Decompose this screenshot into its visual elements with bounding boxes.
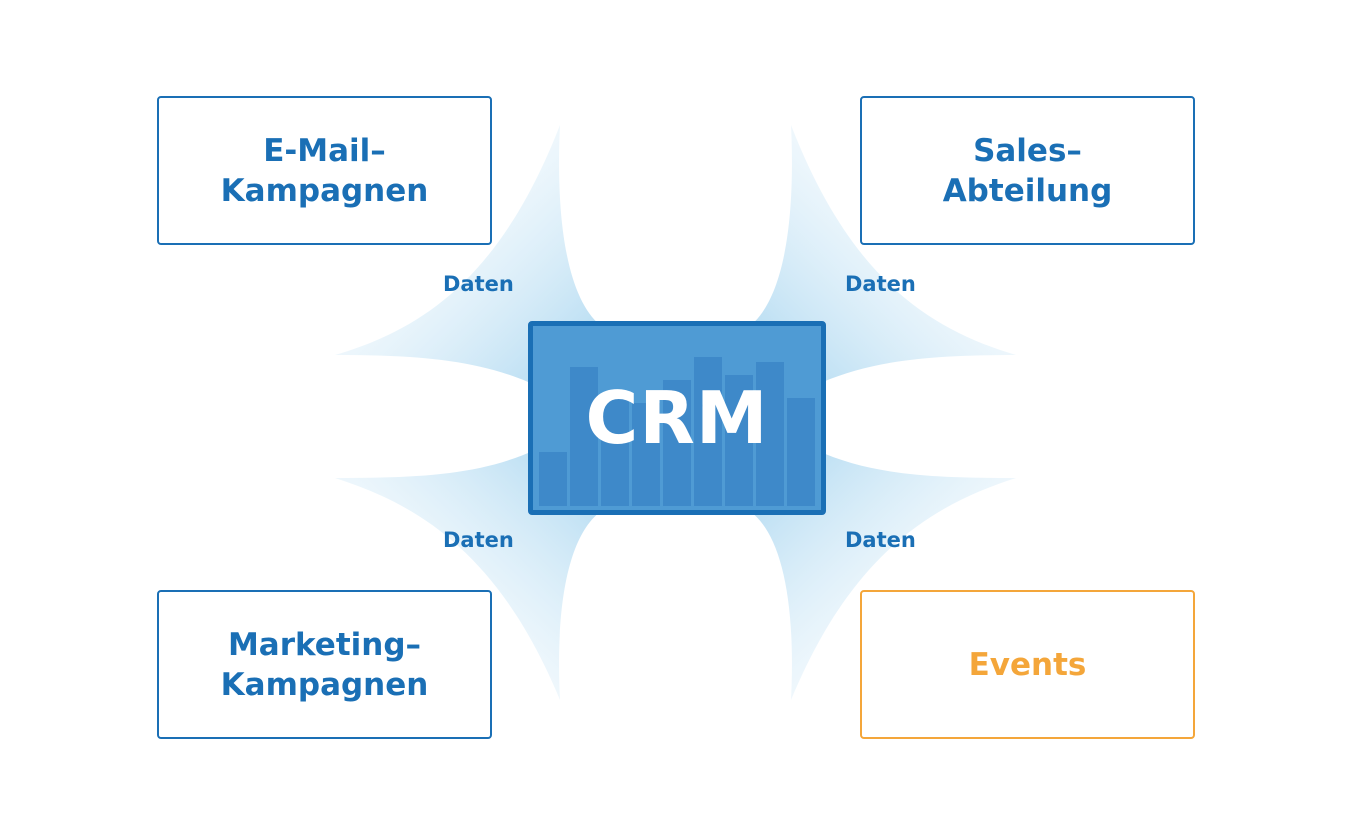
- crm-bar: [632, 403, 660, 506]
- node-sales-abteilung: Sales– Abteilung: [860, 96, 1195, 245]
- node-label: Sales– Abteilung: [942, 132, 1113, 209]
- crm-bar-chart-decoration: [539, 326, 815, 506]
- ray-top-right: [751, 125, 1016, 385]
- crm-bar: [570, 367, 598, 506]
- connector-label-bottom-right: Daten: [845, 528, 916, 552]
- node-email-kampagnen: E-Mail– Kampagnen: [157, 96, 492, 245]
- connector-label-bottom-left: Daten: [443, 528, 514, 552]
- crm-bar: [725, 374, 753, 506]
- crm-bar: [787, 398, 815, 506]
- crm-title: CRM: [585, 376, 769, 460]
- node-marketing-kampagnen: Marketing– Kampagnen: [157, 590, 492, 739]
- crm-hub: CRM: [528, 321, 826, 515]
- connector-label-top-left: Daten: [443, 272, 514, 296]
- crm-bar: [601, 398, 629, 506]
- ray-top-left: [335, 125, 600, 385]
- crm-bar: [663, 380, 691, 506]
- crm-bar: [694, 356, 722, 506]
- node-label: E-Mail– Kampagnen: [220, 132, 429, 209]
- node-label: Marketing– Kampagnen: [220, 626, 429, 703]
- crm-bar: [756, 362, 784, 506]
- node-events: Events: [860, 590, 1195, 739]
- connector-label-top-right: Daten: [845, 272, 916, 296]
- node-label: Events: [968, 646, 1087, 683]
- crm-bar: [539, 452, 567, 506]
